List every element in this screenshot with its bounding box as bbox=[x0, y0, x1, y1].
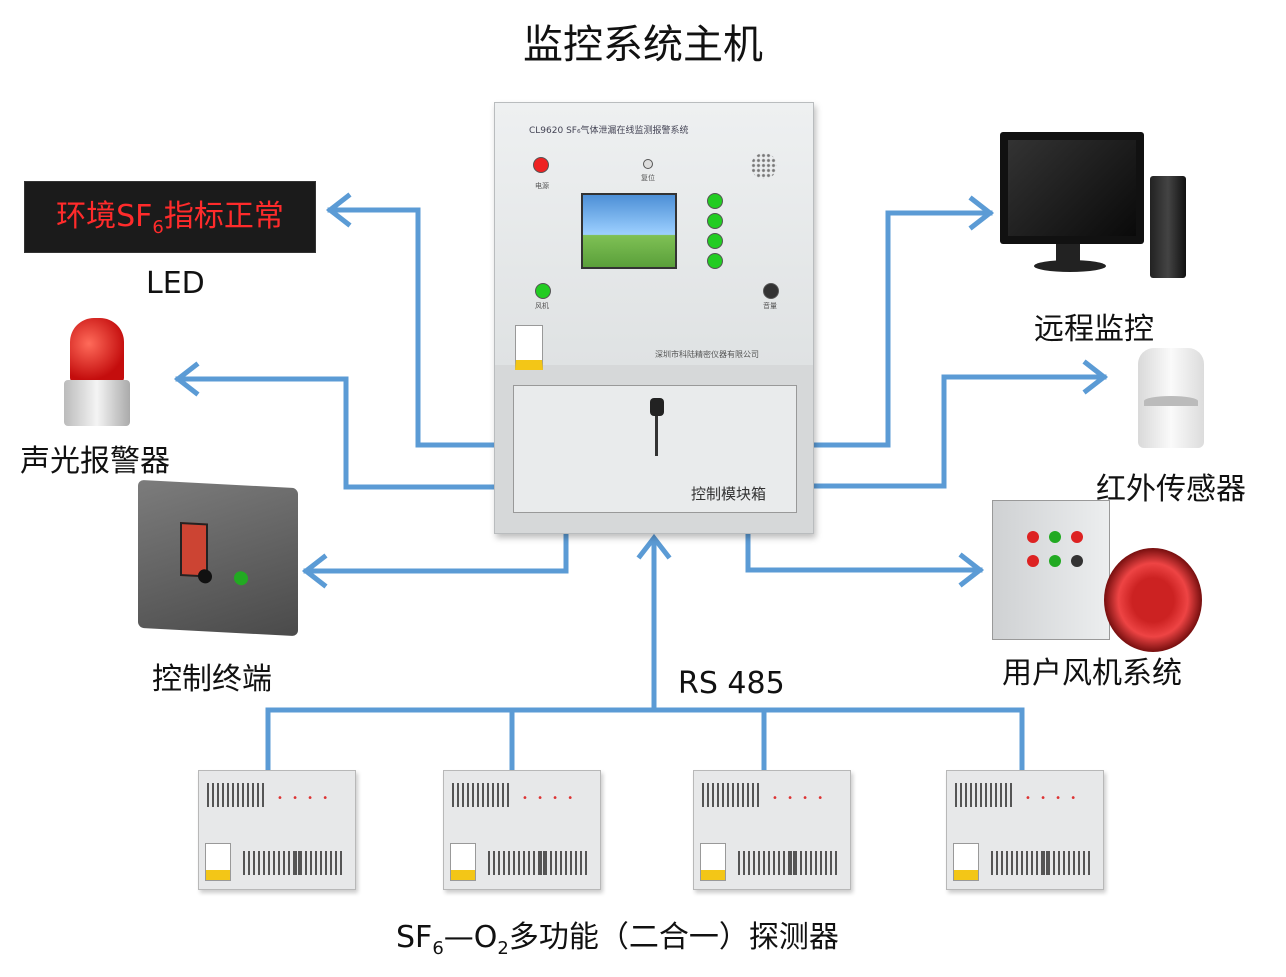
company-text: 深圳市科陆精密仪器有限公司 bbox=[655, 350, 759, 359]
computer-tower-icon bbox=[1150, 176, 1186, 278]
detector-label-mid: —O bbox=[443, 920, 498, 955]
detector-label: SF6—O2多功能（二合一）探测器 bbox=[396, 912, 839, 959]
wire-alarm bbox=[175, 376, 497, 490]
remote-monitor-icon bbox=[1000, 130, 1148, 276]
speaker-icon bbox=[751, 153, 777, 179]
alarm-lamp-icon bbox=[64, 318, 130, 428]
arrow-alarm bbox=[173, 361, 200, 397]
wire-infrared bbox=[809, 374, 1107, 489]
power-led-label: 电源 bbox=[535, 182, 549, 190]
infrared-sensor-icon bbox=[1138, 348, 1204, 448]
arrow-led bbox=[325, 192, 352, 228]
bus-label: RS 485 bbox=[678, 666, 785, 701]
page-title: 监控系统主机 bbox=[523, 22, 763, 68]
sensor-icon bbox=[643, 159, 653, 169]
power-led-icon bbox=[533, 157, 549, 173]
volume-label: 音量 bbox=[763, 302, 777, 310]
warning-sticker-icon bbox=[515, 325, 543, 370]
lcd-screen bbox=[581, 193, 677, 269]
control-terminal-icon bbox=[138, 479, 298, 637]
enter-button-icon[interactable] bbox=[707, 253, 723, 269]
detector-1: • • • • bbox=[198, 770, 356, 890]
wire-fan bbox=[745, 529, 983, 573]
led-sign-text-prefix: 环境SF bbox=[56, 199, 153, 234]
arrow-terminal bbox=[301, 553, 328, 589]
up-button-icon[interactable] bbox=[707, 193, 723, 209]
wire-led bbox=[327, 207, 497, 448]
control-box-label: 控制模块箱 bbox=[690, 485, 766, 503]
detector-label-sub2: 2 bbox=[497, 938, 509, 959]
down-button-icon[interactable] bbox=[707, 213, 723, 229]
alarm-label: 声光报警器 bbox=[20, 444, 170, 479]
menu-button-icon[interactable] bbox=[707, 233, 723, 249]
detector-label-suffix: 多功能（二合一）探测器 bbox=[508, 920, 839, 955]
arrow-remote bbox=[968, 195, 995, 231]
detector-label-sub1: 6 bbox=[432, 938, 444, 959]
led-sign-text-sub: 6 bbox=[152, 217, 164, 238]
terminal-label: 控制终端 bbox=[152, 662, 272, 697]
detector-4: • • • • bbox=[946, 770, 1104, 890]
led-caption: LED bbox=[146, 266, 205, 301]
wire-bus bbox=[265, 707, 1025, 771]
host-model-text: CL9620 SF₆气体泄漏在线监测报警系统 bbox=[529, 126, 689, 136]
remote-label: 远程监控 bbox=[1034, 312, 1154, 347]
control-module-box: 控制模块箱 bbox=[513, 385, 797, 513]
host-panel: CL9620 SF₆气体泄漏在线监测报警系统 电源 复位 风机 音量 深圳市科陆… bbox=[495, 103, 813, 370]
detector-label-prefix: SF bbox=[396, 920, 433, 955]
fan-led-icon bbox=[535, 283, 551, 299]
wire-remote bbox=[809, 210, 993, 448]
fan-control-cabinet-icon bbox=[992, 500, 1110, 640]
led-sign: 环境SF6指标正常 bbox=[24, 181, 316, 253]
monitor-host: CL9620 SF₆气体泄漏在线监测报警系统 电源 复位 风机 音量 深圳市科陆… bbox=[494, 102, 814, 534]
fan-led-label: 风机 bbox=[535, 302, 549, 310]
key-lock-icon[interactable] bbox=[650, 398, 664, 416]
top-label: 复位 bbox=[641, 174, 655, 182]
volume-knob-icon[interactable] bbox=[763, 283, 779, 299]
arrow-bus bbox=[636, 533, 672, 560]
arrow-infrared bbox=[1082, 359, 1109, 395]
arrow-fan bbox=[958, 552, 985, 588]
fan-system-label: 用户风机系统 bbox=[1002, 656, 1182, 691]
wire-terminal bbox=[303, 529, 569, 574]
led-sign-text-suffix: 指标正常 bbox=[163, 199, 284, 234]
infrared-label: 红外传感器 bbox=[1096, 472, 1246, 507]
detector-2: • • • • bbox=[443, 770, 601, 890]
key-icon bbox=[655, 416, 658, 456]
axial-fan-icon bbox=[1104, 548, 1202, 652]
detector-3: • • • • bbox=[693, 770, 851, 890]
